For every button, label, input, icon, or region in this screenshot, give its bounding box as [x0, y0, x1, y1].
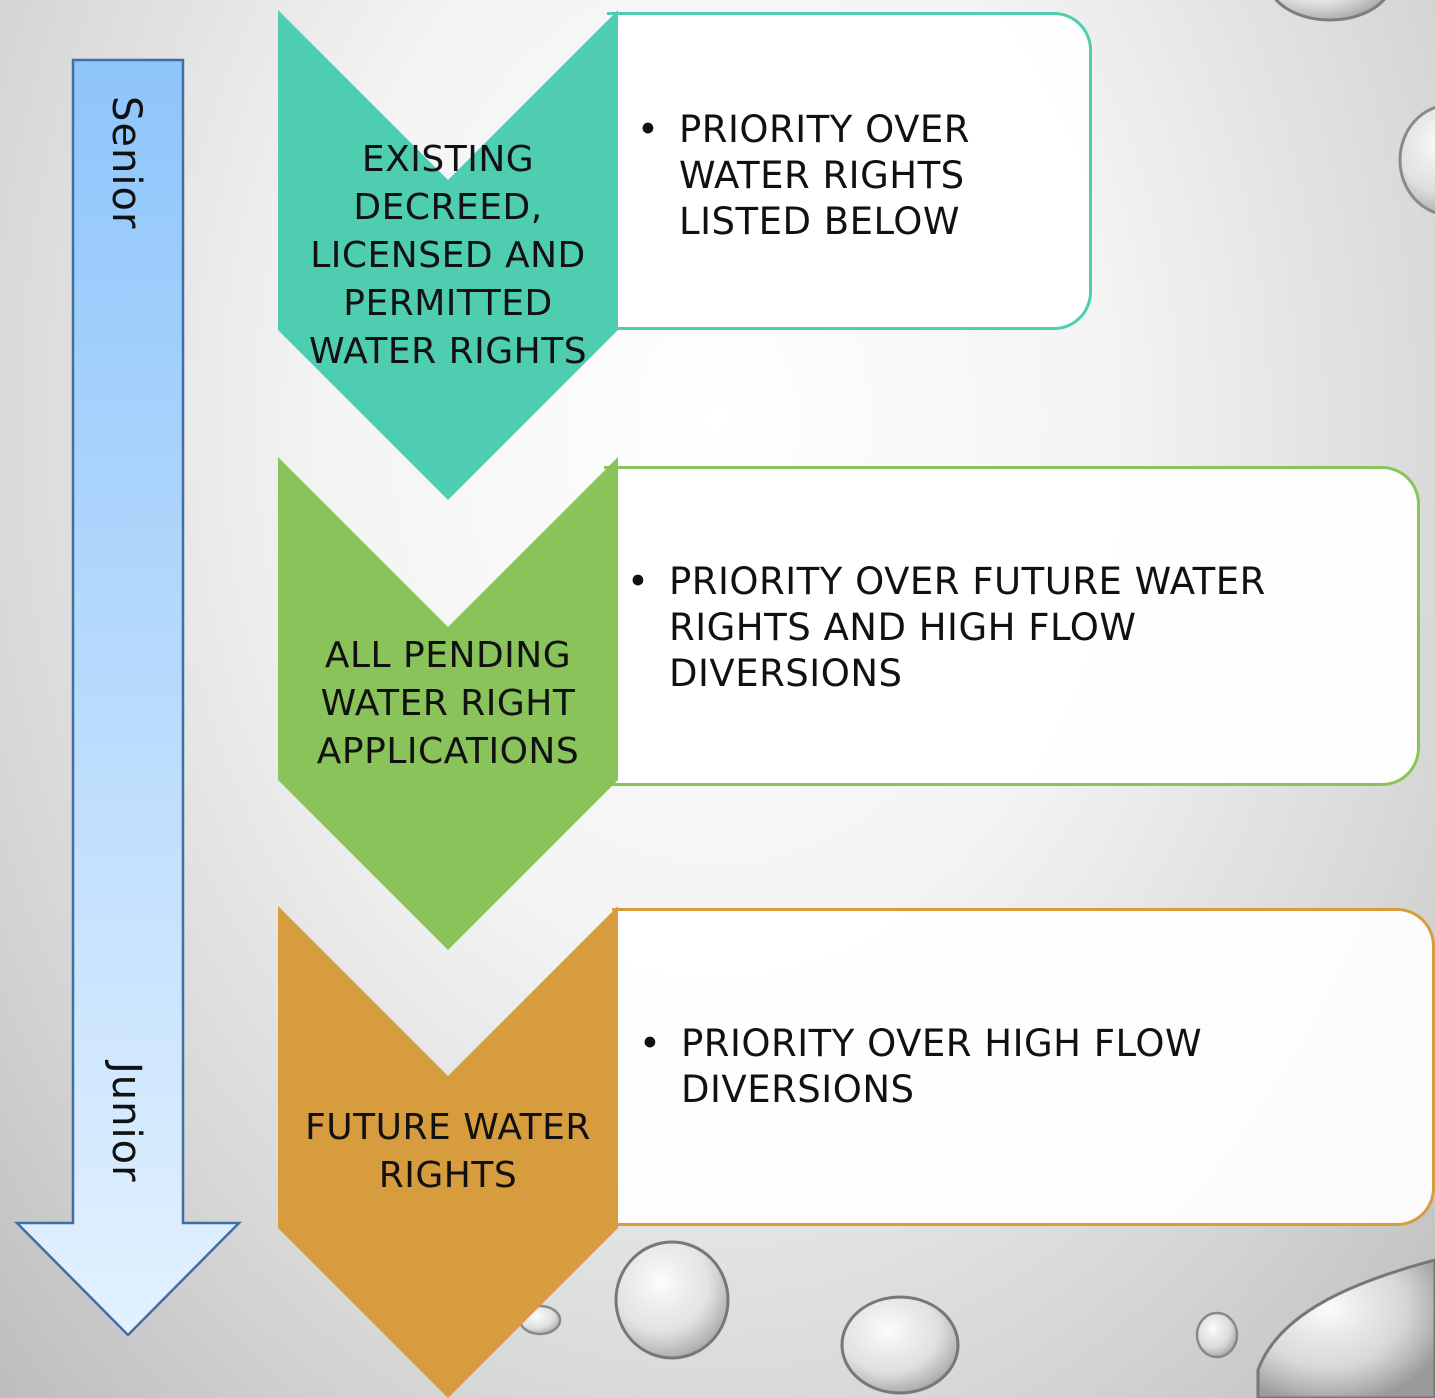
droplet: [840, 1295, 960, 1395]
tier-3-label: FUTURE WATER RIGHTS: [305, 1107, 591, 1196]
tier-1-description: •PRIORITY OVER WATER RIGHTS LISTED BELOW: [637, 108, 971, 243]
droplet: [614, 1240, 730, 1360]
seniority-arrow-shape: [14, 58, 242, 1337]
droplet: [1195, 1311, 1239, 1359]
senior-label: Senior: [103, 96, 149, 230]
tier-2-description-box: •PRIORITY OVER FUTURE WATER RIGHTS AND H…: [604, 466, 1420, 786]
tier-3-description-box: •PRIORITY OVER HIGH FLOW DIVERSIONS: [612, 908, 1435, 1226]
droplet: [1398, 105, 1435, 215]
tier-1-label: EXISTING DECREED, LICENSED AND PERMITTED…: [308, 139, 588, 372]
droplet: [1274, 0, 1386, 22]
tier-3-description: •PRIORITY OVER HIGH FLOW DIVERSIONS: [639, 1022, 1203, 1111]
junior-label: Junior: [103, 1062, 149, 1183]
tier-1-description-box: •PRIORITY OVER WATER RIGHTS LISTED BELOW: [607, 12, 1092, 330]
droplet: [1256, 1258, 1435, 1398]
tier-2-label: ALL PENDING WATER RIGHT APPLICATIONS: [316, 635, 580, 772]
tier-2-description: •PRIORITY OVER FUTURE WATER RIGHTS AND H…: [627, 560, 1266, 695]
